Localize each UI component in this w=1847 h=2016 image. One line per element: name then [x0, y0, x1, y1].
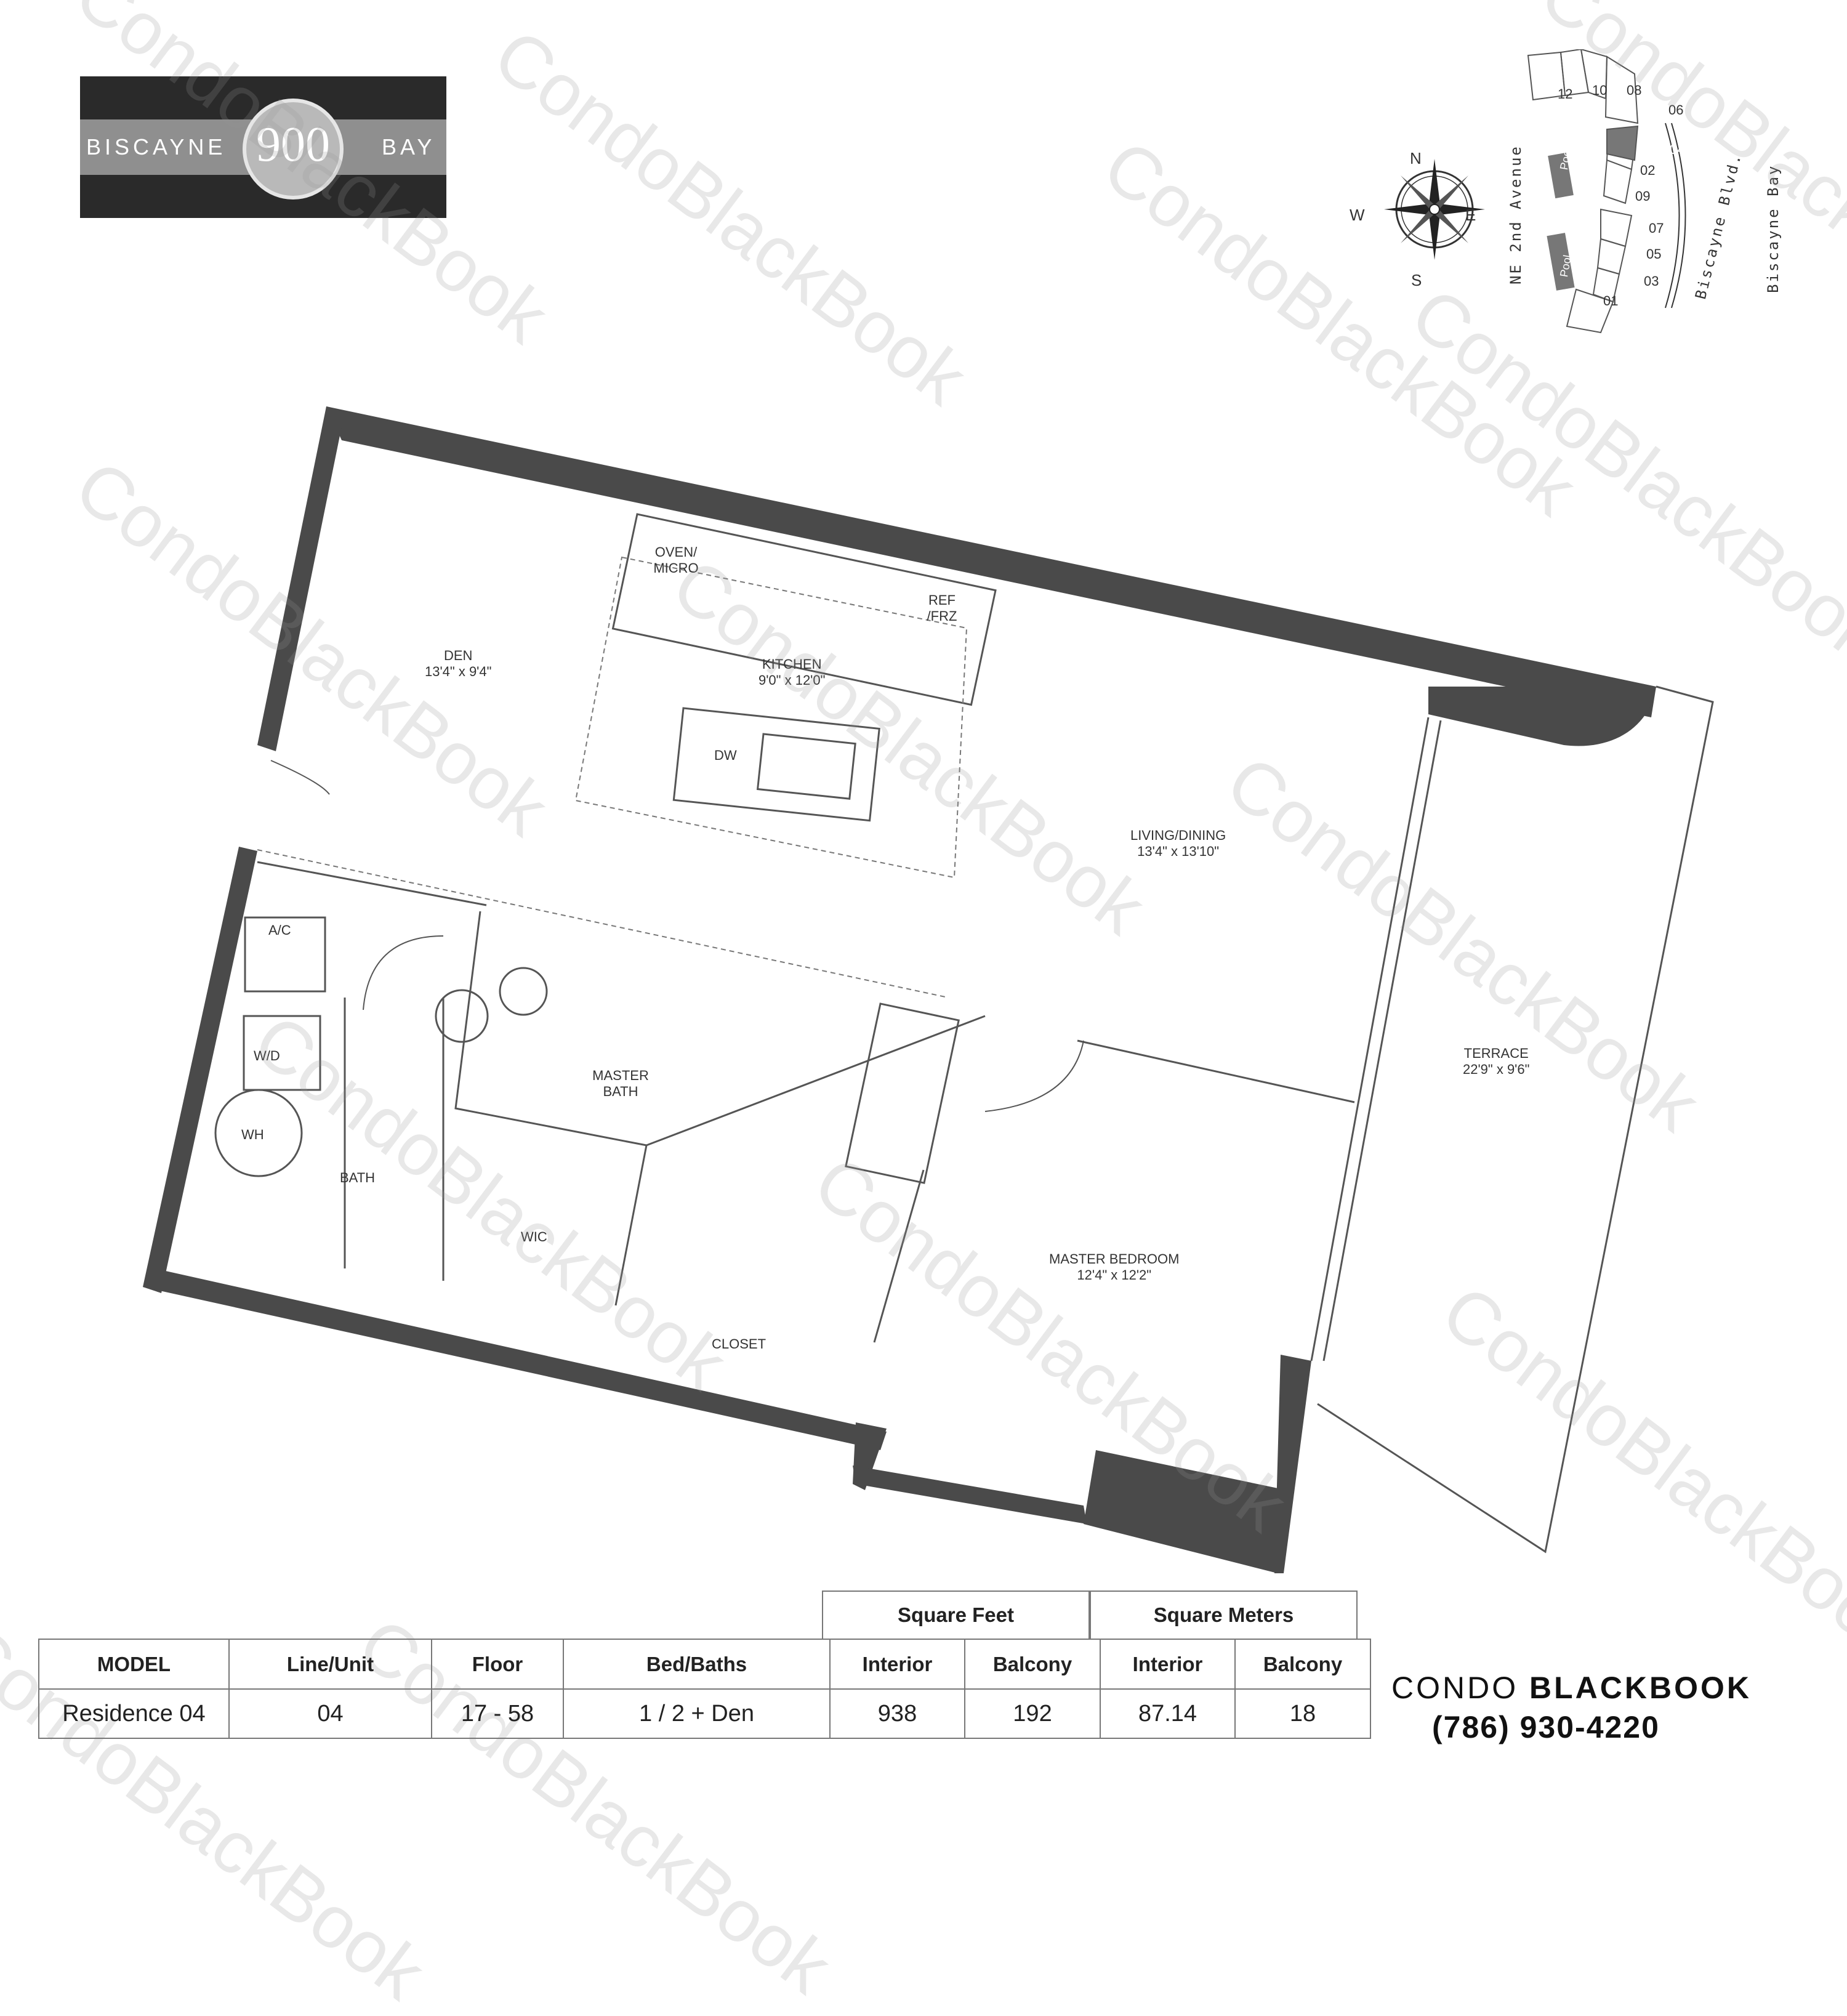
room-wic: WIC	[521, 1229, 547, 1244]
table-cell-bed-baths: 1 / 2 + Den	[563, 1688, 831, 1739]
table-cell-balcony-sqft: 192	[964, 1688, 1101, 1739]
compass-s: S	[1411, 271, 1422, 289]
table-header-interior-sqft: Interior	[829, 1639, 965, 1690]
keyplan-unit-05: 05	[1646, 246, 1662, 262]
room-master-bedroom-dim: 12'4" x 12'2"	[1077, 1267, 1152, 1283]
brand-phone[interactable]: (786) 930-4220	[1432, 1710, 1660, 1744]
keyplan-unit-03: 03	[1644, 273, 1659, 289]
compass-rose-icon	[1384, 159, 1485, 260]
room-master-bedroom-name: MASTER BEDROOM	[1049, 1251, 1180, 1267]
room-bath: BATH	[340, 1170, 376, 1185]
logo-word-biscayne: BISCAYNE	[86, 134, 227, 159]
table-header-balcony-sqm: Balcony	[1234, 1639, 1371, 1690]
logo-circle	[243, 99, 344, 200]
logo-word-bay: BAY	[382, 134, 436, 159]
table-cell-floor: 17 - 58	[431, 1688, 564, 1739]
room-kitchen: KITCHEN 9'0" x 12'0"	[759, 656, 825, 688]
room-master-bath: MASTER BATH	[592, 1068, 649, 1099]
spec-table: MODEL Line/Unit Floor Bed/Baths Interior…	[38, 1639, 1371, 1739]
keyplan-unit-12: 12	[1558, 86, 1573, 102]
table-header-floor: Floor	[431, 1639, 564, 1690]
room-kitchen-dim: 9'0" x 12'0"	[759, 672, 826, 688]
room-terrace-dim: 22'9" x 9'6"	[1463, 1062, 1530, 1077]
fixture-wh: WH	[241, 1127, 264, 1142]
floor-plan-drawing	[143, 406, 1714, 1573]
room-kitchen-name: KITCHEN	[762, 656, 822, 672]
compass-w: W	[1350, 206, 1365, 224]
table-cell-line-unit: 04	[228, 1688, 432, 1739]
table-cell-interior-sqm: 87.14	[1100, 1688, 1236, 1739]
brand-name: CONDO BLACKBOOK	[1391, 1670, 1752, 1706]
keyplan-unit-04-highlighted: 04	[1670, 142, 1685, 157]
table-header-bed-baths: Bed/Baths	[563, 1639, 831, 1690]
fixture-wd: W/D	[254, 1048, 280, 1063]
keyplan-unit-02: 02	[1640, 163, 1656, 178]
logo-number: 900	[256, 118, 330, 172]
brand-name-light: CONDO	[1391, 1671, 1519, 1705]
fixture-ac: A/C	[268, 922, 291, 938]
table-group-square-feet: Square Feet	[822, 1591, 1090, 1639]
table-group-square-meters: Square Meters	[1090, 1591, 1358, 1639]
keyplan-unit-01: 01	[1603, 293, 1619, 308]
table-cell-interior-sqft: 938	[829, 1688, 965, 1739]
room-master-bedroom: MASTER BEDROOM 12'4" x 12'2"	[1049, 1251, 1179, 1283]
room-living-dining: LIVING/DINING 13'4" x 13'10"	[1130, 828, 1226, 860]
compass-n: N	[1410, 149, 1422, 167]
keyplan-unit-10: 10	[1592, 83, 1608, 98]
table-row: Residence 04 04 17 - 58 1 / 2 + Den 938 …	[38, 1688, 1371, 1739]
keyplan-diagram	[1527, 49, 1686, 334]
fixture-ref-frz: REF /FRZ	[927, 592, 957, 624]
room-closet: CLOSET	[712, 1336, 767, 1352]
compass-e: E	[1465, 206, 1476, 224]
room-living-name: LIVING/DINING	[1130, 828, 1226, 843]
keyplan-unit-09: 09	[1635, 188, 1651, 204]
table-header-balcony-sqft: Balcony	[964, 1639, 1101, 1690]
table-cell-balcony-sqm: 18	[1234, 1688, 1371, 1739]
keyplan-unit-07: 07	[1649, 220, 1664, 236]
table-header-line-unit: Line/Unit	[228, 1639, 432, 1690]
room-living-dim: 13'4" x 13'10"	[1137, 844, 1220, 859]
table-header-interior-sqm: Interior	[1100, 1639, 1236, 1690]
room-den-dim: 13'4" x 9'4"	[425, 664, 492, 679]
keyplan-unit-08: 08	[1627, 83, 1642, 98]
room-terrace: TERRACE 22'9" x 9'6"	[1463, 1046, 1529, 1078]
fixture-dw: DW	[714, 748, 737, 763]
table-cell-model: Residence 04	[38, 1688, 230, 1739]
keyplan-unit-06: 06	[1668, 102, 1684, 118]
room-terrace-name: TERRACE	[1463, 1046, 1529, 1061]
table-header-row: MODEL Line/Unit Floor Bed/Baths Interior…	[38, 1639, 1371, 1690]
brand-name-bold: BLACKBOOK	[1529, 1671, 1752, 1705]
room-den-name: DEN	[443, 648, 473, 663]
table-header-model: MODEL	[38, 1639, 230, 1690]
room-den: DEN 13'4" x 9'4"	[425, 648, 491, 680]
fixture-oven-micro: OVEN/ MICRO	[653, 544, 699, 576]
